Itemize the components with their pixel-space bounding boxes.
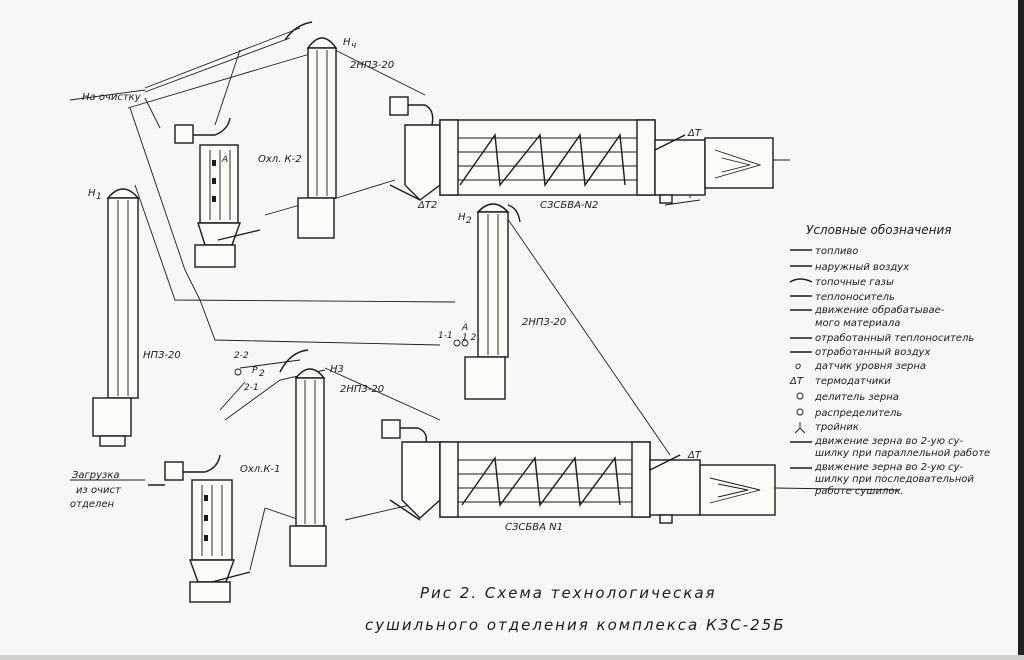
scan-bottom-edge: [0, 655, 1024, 660]
label-1-1: 1-1: [438, 331, 453, 341]
legend-symbol-thermo: ΔТ: [789, 376, 804, 387]
label-dt2: ΔТ2: [417, 200, 437, 211]
legend-item-tee: тройник: [815, 422, 859, 433]
grain-flow-lines: [69, 27, 901, 571]
label-h4: Н: [343, 37, 351, 48]
legend-item-parallel-1: движение зерна во 2-ую су-: [814, 436, 964, 447]
legend-symbol-tee: [794, 422, 806, 434]
label-ohl-k2: Охл. К-2: [258, 154, 302, 165]
dryer-szsbva-n2: [389, 96, 774, 204]
legend-symbol-divider: [796, 392, 804, 400]
legend: Условные обозначения топливо наружный во…: [789, 223, 990, 497]
component-labels: На очистку Н ч 2НПЗ-20 Охл. К-2 А Н 1 ΔТ…: [70, 37, 702, 533]
label-h4-sub: ч: [351, 41, 356, 51]
label-h3: Н3: [330, 364, 344, 375]
label-dt-top: ΔТ: [687, 128, 702, 139]
cooler-k2: [174, 117, 261, 268]
legend-item-fuel: топливо: [815, 246, 858, 257]
legend-symbol-distributor: [796, 408, 804, 416]
legend-item-spent-air: отработанный воздух: [815, 346, 930, 358]
legend-item-thermo: термодатчики: [815, 376, 891, 387]
label-h2-sub: 2: [466, 216, 472, 226]
label-p2-sub: 2: [259, 369, 265, 379]
legend-title: Условные обозначения: [806, 223, 952, 237]
legend-item-serial-2: шилку при последовательной: [815, 474, 974, 485]
legend-item-divider: делитель зерна: [814, 392, 899, 403]
legend-item-material-1: движение обрабатывае-: [814, 304, 945, 316]
elevator-2npz20-mid: [453, 203, 521, 400]
label-zagruzka-3: отделен: [70, 499, 115, 510]
dryer-szsbva-n1: [381, 419, 776, 524]
label-zagruzka-1: Загрузка: [72, 470, 120, 481]
label-npz20-left: НПЗ-20: [143, 350, 181, 361]
label-2-1: 2-1: [244, 383, 259, 393]
caption-line-2: сушильного отделения комплекса КЗС-25Б: [365, 616, 786, 634]
label-h1-sub: 1: [96, 192, 102, 202]
label-dt-bot: ΔТ: [687, 450, 702, 461]
label-p2: Р: [252, 366, 258, 376]
label-ohl-k1: Охл.К-1: [240, 464, 280, 475]
label-dryer-n2: СЗСБВА-N2: [540, 200, 598, 211]
legend-item-air: наружный воздух: [815, 262, 909, 273]
legend-item-distributor: распределитель: [814, 408, 902, 419]
label-h2: Н: [458, 212, 466, 223]
figure-caption: Рис 2. Схема технологическая сушильного …: [365, 584, 786, 634]
legend-item-serial-3: работе сушилок.: [814, 485, 904, 497]
elevator-2npz20-bot: [234, 349, 327, 567]
elevator-npz20-left: [92, 188, 140, 447]
legend-item-material-2: мого материала: [815, 318, 900, 329]
legend-item-gases: топочные газы: [815, 277, 894, 288]
label-a-mid: А: [461, 323, 468, 333]
legend-symbol-gases: [789, 278, 813, 283]
legend-item-heat-carrier: теплоноситель: [815, 292, 895, 303]
label-2-2: 2-2: [234, 351, 249, 361]
legend-item-spent-heat-carrier: отработанный теплоноситель: [815, 332, 974, 344]
scan-dark-edge: [1018, 0, 1024, 660]
legend-item-level-sensor: датчик уровня зерна: [814, 361, 926, 372]
legend-item-parallel-2: шилку при параллельной работе: [815, 447, 990, 459]
cooler-k1: [148, 454, 251, 603]
label-2npz20-bot: 2НПЗ-20: [340, 384, 384, 395]
label-dryer-n1: СЗСБВА N1: [505, 522, 563, 533]
label-2npz20-top: 2НПЗ-20: [350, 60, 394, 71]
caption-line-1: Рис 2. Схема технологическая: [420, 584, 717, 602]
label-zagruzka-2: из очист: [76, 485, 122, 496]
label-1-2: 1 2: [462, 333, 477, 343]
label-a-top: А: [221, 155, 228, 165]
legend-item-serial-1: движение зерна во 2-ую су-: [814, 462, 964, 473]
label-na-ochistku: На очистку: [82, 92, 142, 103]
label-h1: Н: [88, 188, 96, 199]
label-2npz20-mid: 2НПЗ-20: [522, 317, 566, 328]
legend-symbol-level-sensor: о: [795, 361, 801, 372]
elevator-2npz20-top: [284, 21, 338, 239]
